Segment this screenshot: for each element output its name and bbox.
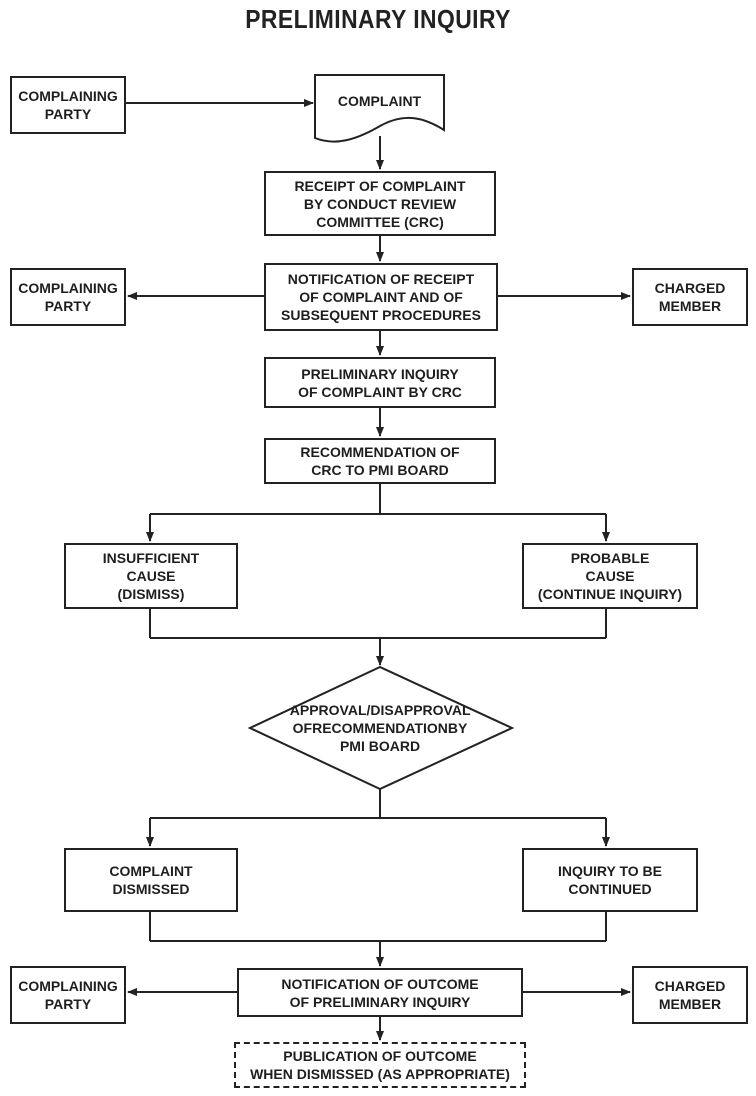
complaint-document-shape [314,74,445,143]
page-title: PRELIMINARY INQUIRY [245,4,511,34]
complaint-label: COMPLAINT [337,93,422,109]
approval-diamond-label: APPROVAL/DISAPPROVAL OFRECOMMENDATIONBY … [289,702,471,754]
